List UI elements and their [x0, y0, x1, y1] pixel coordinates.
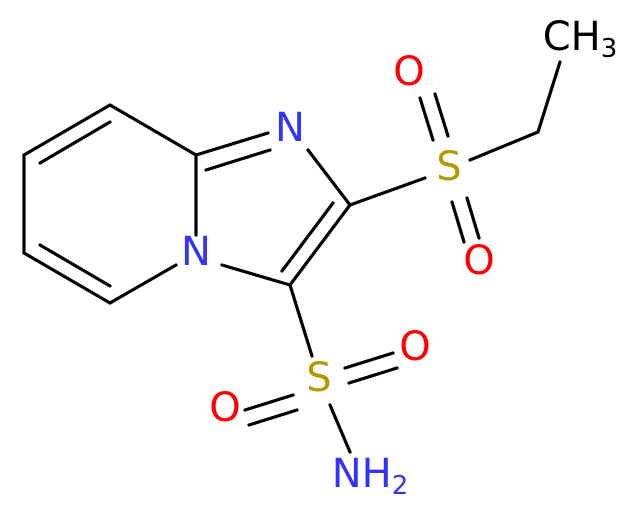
atom-n-ring: N — [275, 105, 305, 151]
bond-c-n-top-inner — [204, 148, 272, 172]
bond-c3-s — [288, 283, 314, 358]
bond-ring-bottom-left-inner — [38, 243, 112, 288]
atom-o-amide-left: O — [209, 385, 240, 431]
bond-ring-top-right — [108, 103, 198, 157]
bond-s-ch2 — [468, 130, 540, 162]
atom-o-ethyl-top: O — [393, 49, 424, 95]
bond-s-o-bottom-2 — [465, 196, 481, 240]
bond-n-c2 — [306, 148, 352, 207]
atom-s-ethyl: S — [436, 144, 461, 190]
atom-nh2: NH2 — [332, 451, 409, 501]
ethylsulfonyl-group — [348, 60, 562, 244]
bond-ring-bottom-left — [22, 251, 112, 305]
bond-s-o-right-1 — [343, 351, 395, 370]
bond-s-o-right-2 — [347, 366, 399, 385]
nh2-main: NH — [332, 451, 392, 497]
atom-ch3: CH3 — [543, 14, 618, 64]
nh2-subscript: 2 — [392, 471, 409, 501]
atom-s-amide: S — [306, 355, 331, 401]
bond-s-o-bottom-1 — [450, 200, 466, 244]
sulfonamide-group — [243, 283, 399, 454]
bond-c3-n-bridge — [220, 263, 292, 287]
imidazole-ring — [194, 131, 352, 287]
bond-s-o-top-1 — [418, 96, 435, 142]
bond-c2-c3-inner — [280, 201, 335, 273]
ch3-main: CH — [543, 14, 601, 60]
bond-ring-top-inner — [38, 120, 112, 165]
bond-ch2-ch3 — [536, 60, 562, 134]
bond-ring-top — [22, 103, 112, 157]
pyridine-ring — [22, 103, 198, 305]
bond-s-o-top-2 — [433, 92, 450, 138]
bond-s-o-left-1 — [243, 393, 295, 412]
ch3-subscript: 3 — [601, 34, 618, 64]
bond-ring-bottom-right — [108, 263, 178, 305]
bond-c2-c3 — [288, 203, 352, 287]
bond-s-o-left-2 — [247, 408, 299, 427]
bond-c-n-top — [194, 131, 270, 157]
atom-n-bridge: N — [181, 229, 211, 275]
atom-o-amide-right: O — [399, 324, 430, 370]
bond-c2-s — [348, 176, 427, 207]
bond-s-n — [328, 403, 352, 454]
atom-o-ethyl-bottom: O — [463, 238, 494, 284]
